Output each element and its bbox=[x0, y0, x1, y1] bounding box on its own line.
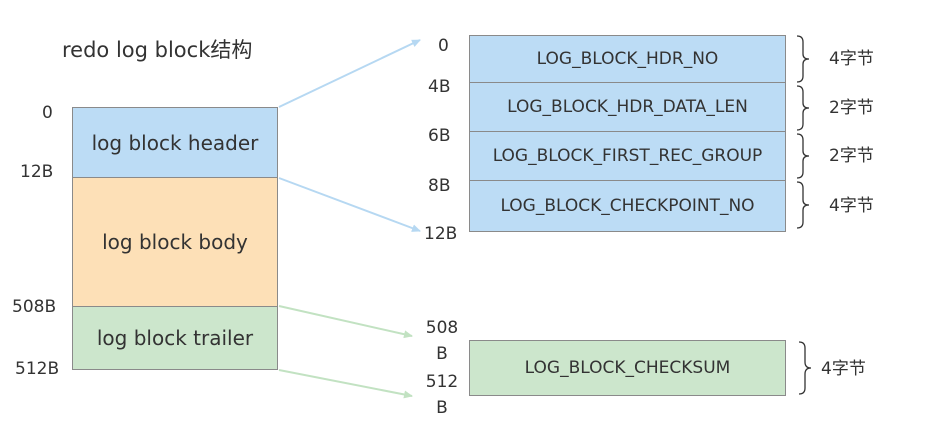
left-offset-0: 0 bbox=[42, 103, 53, 123]
size-checksum: 4字节 bbox=[821, 359, 866, 379]
field-hdr-data-len: LOG_BLOCK_HDR_DATA_LEN bbox=[469, 82, 786, 132]
diagram-title: redo log block结构 bbox=[62, 38, 253, 62]
left-offset-12b: 12B bbox=[20, 162, 54, 182]
size-hdr-data-len: 2字节 bbox=[829, 98, 874, 118]
hdr-offset-0: 0 bbox=[438, 36, 449, 56]
arrow-header-start bbox=[278, 39, 421, 108]
hdr-offset-12b: 12B bbox=[424, 224, 458, 244]
brace-checksum bbox=[798, 341, 812, 395]
hdr-offset-4b: 4B bbox=[428, 77, 451, 97]
trl-offset-508-unit: B bbox=[436, 344, 448, 364]
brace-first-rec-group bbox=[796, 133, 810, 179]
log-block-trailer: log block trailer bbox=[72, 306, 278, 370]
brace-hdr-data-len bbox=[796, 85, 810, 131]
arrow-trailer-start bbox=[278, 305, 413, 339]
log-block-body: log block body bbox=[72, 177, 278, 307]
trl-offset-512-unit: B bbox=[436, 398, 448, 418]
left-offset-512b: 512B bbox=[15, 359, 60, 379]
arrow-trailer-end bbox=[278, 369, 413, 399]
size-first-rec-group: 2字节 bbox=[829, 146, 874, 166]
hdr-offset-8b: 8B bbox=[428, 176, 451, 196]
field-hdr-no: LOG_BLOCK_HDR_NO bbox=[469, 35, 786, 83]
arrow-header-end bbox=[278, 177, 421, 232]
trl-offset-512: 512 bbox=[425, 372, 459, 392]
left-offset-508b: 508B bbox=[12, 297, 57, 317]
hdr-offset-6b: 6B bbox=[428, 126, 451, 146]
log-block-header: log block header bbox=[72, 107, 278, 178]
brace-hdr-no bbox=[796, 35, 810, 83]
field-first-rec-group: LOG_BLOCK_FIRST_REC_GROUP bbox=[469, 131, 786, 181]
size-hdr-no: 4字节 bbox=[829, 49, 874, 69]
field-checksum: LOG_BLOCK_CHECKSUM bbox=[469, 340, 786, 396]
trl-offset-508: 508 bbox=[425, 318, 459, 338]
field-checkpoint-no: LOG_BLOCK_CHECKPOINT_NO bbox=[469, 180, 786, 232]
size-checkpoint-no: 4字节 bbox=[829, 196, 874, 216]
brace-checkpoint-no bbox=[796, 181, 810, 229]
